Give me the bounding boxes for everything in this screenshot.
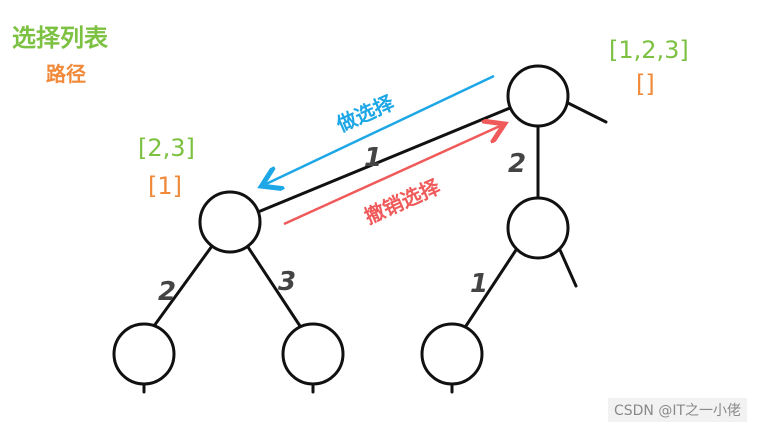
left-path: [1]	[148, 172, 182, 200]
legend-choices-label: 选择列表	[12, 24, 108, 52]
root-choices: [1,2,3]	[609, 36, 689, 64]
edge-mid-right-stub	[558, 248, 578, 288]
left-choices: [2,3]	[138, 134, 195, 162]
edge-left-lr	[244, 242, 302, 328]
edge-label-root-mid: 2	[508, 149, 526, 179]
edge-label-root-left: 1	[364, 143, 382, 173]
make-choice-label: 做选择	[332, 90, 398, 137]
node-mid-child	[420, 322, 484, 386]
node-left-left	[112, 322, 176, 386]
legend-path-label: 路径	[46, 62, 86, 86]
edge-label-mid-child: 1	[470, 269, 488, 299]
edge-mid-child	[460, 248, 518, 334]
node-mid	[506, 196, 570, 260]
node-left-right	[281, 322, 345, 386]
node-left	[198, 190, 262, 254]
edge-left-ll	[152, 244, 214, 328]
make-choice-arrow	[266, 74, 495, 184]
watermark: CSDN @IT之一小佬	[607, 398, 747, 422]
undo-choice-arrow	[283, 126, 500, 226]
edge-label-left-lr: 3	[278, 267, 296, 297]
edge-root-right-stub	[564, 100, 608, 124]
edge-root-left	[256, 106, 512, 214]
root-path: []	[636, 70, 655, 98]
node-root	[506, 64, 570, 128]
edge-label-left-ll: 2	[158, 277, 176, 307]
